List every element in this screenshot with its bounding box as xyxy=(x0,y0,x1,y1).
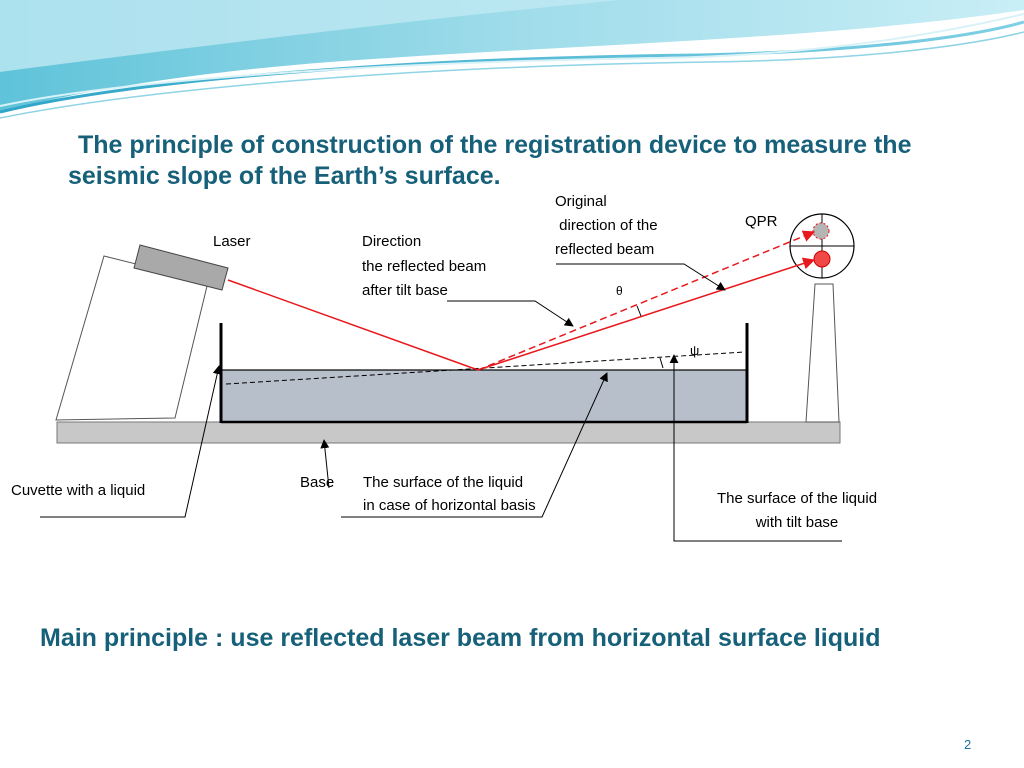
qpr-original-spot xyxy=(812,222,830,240)
original-label-line-3: reflected beam xyxy=(555,241,654,258)
surface-horizontal-leader xyxy=(341,372,608,518)
original-label-line-1: Original xyxy=(555,193,607,210)
direction-label-line-3: after tilt base xyxy=(362,282,448,299)
base-plate xyxy=(56,421,841,444)
slide-title: The principle of construction of the reg… xyxy=(68,130,998,192)
reflected-beam-tilt xyxy=(477,257,816,371)
qpr-stand xyxy=(805,283,840,423)
reflected-beam-original xyxy=(477,230,816,371)
header-wave-decoration xyxy=(0,0,1024,119)
cuvette-liquid xyxy=(220,369,748,423)
base-label: Base xyxy=(300,474,334,491)
surface-horizontal-label-line-1: The surface of the liquid xyxy=(363,474,523,491)
direction-leader xyxy=(447,300,574,327)
slide-number: 2 xyxy=(964,737,972,752)
surface-tilt-label-line-2: with tilt base xyxy=(755,514,839,531)
surface-horizontal-label-line-2: in case of horizontal basis xyxy=(363,497,536,514)
laser-head xyxy=(133,244,229,291)
qpr-current-spot xyxy=(813,250,831,268)
slide-title-line-1: The principle of construction of the reg… xyxy=(78,131,912,159)
laser-label: Laser xyxy=(213,233,251,250)
main-principle-text: Main principle : use reflected laser bea… xyxy=(40,624,881,652)
surface-tilt-label-line-1: The surface of the liquid xyxy=(717,490,877,507)
original-label-line-2: direction of the xyxy=(555,217,658,234)
surface-tilt-leader xyxy=(669,354,842,542)
cuvette-leader xyxy=(40,365,222,518)
incident-laser-beam xyxy=(227,279,479,371)
original-beam-leader xyxy=(556,263,726,291)
theta-tick xyxy=(636,305,642,317)
direction-label-line-2: the reflected beam xyxy=(362,258,486,275)
slide-title-line-2: seismic slope of the Earth’s surface. xyxy=(68,162,501,190)
qpr-label: QPR xyxy=(745,213,778,230)
direction-label-line-1: Direction xyxy=(362,233,421,250)
cuvette-label: Cuvette with a liquid xyxy=(11,482,145,499)
psi-label: ψ xyxy=(690,343,699,358)
base-leader xyxy=(320,439,330,489)
psi-tick xyxy=(659,357,664,369)
theta-label: θ xyxy=(616,284,623,298)
